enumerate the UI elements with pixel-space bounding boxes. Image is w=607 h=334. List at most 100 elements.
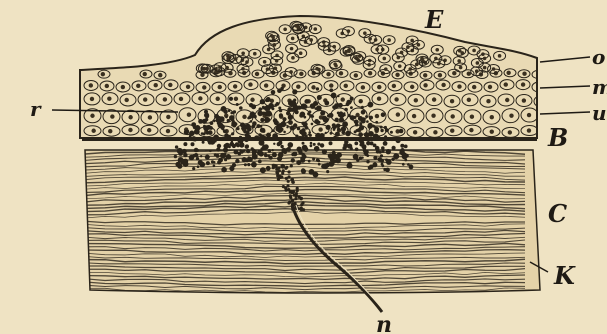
cell-nucleus: [275, 59, 279, 63]
cell-nucleus: [128, 115, 132, 119]
cell-nucleus: [394, 97, 398, 101]
infiltrate-cell: [361, 110, 366, 115]
infiltrate-cell: [275, 165, 278, 168]
infiltrate-cell: [364, 150, 368, 154]
cell-nucleus: [470, 115, 474, 119]
infiltrate-cell: [262, 145, 267, 150]
infiltrate-cell: [213, 161, 215, 163]
infiltrate-cell: [320, 143, 324, 147]
infiltrate-cell: [342, 129, 344, 131]
infiltrate-cell: [361, 117, 365, 121]
infiltrate-cell: [174, 155, 177, 158]
infiltrate-cell: [272, 166, 275, 169]
cell-nucleus: [450, 114, 454, 118]
infiltrate-cell: [402, 163, 405, 166]
cell-nucleus: [318, 127, 322, 131]
cell-nucleus: [299, 72, 303, 76]
cell-nucleus: [452, 71, 456, 75]
cell-nucleus: [234, 97, 238, 101]
infiltrate-cell: [260, 167, 266, 173]
infiltrate-cell: [404, 145, 408, 149]
cell-nucleus: [467, 98, 471, 102]
infiltrate-cell: [264, 152, 267, 155]
infiltrate-cell: [392, 146, 396, 150]
infiltrate-cell: [384, 126, 387, 129]
infiltrate-cell: [368, 131, 374, 137]
cell-nucleus: [333, 62, 337, 66]
infiltrate-cell: [246, 149, 250, 153]
cell-nucleus: [472, 85, 476, 89]
infiltrate-cell: [313, 143, 316, 146]
infiltrate-cell: [318, 163, 321, 166]
infiltrate-cell: [368, 102, 374, 108]
infiltrate-cell: [213, 165, 216, 168]
cell-nucleus: [313, 27, 317, 31]
cell-nucleus: [527, 128, 531, 132]
cell-nucleus: [216, 97, 220, 101]
infiltrate-cell: [200, 162, 206, 168]
cell-nucleus: [107, 96, 111, 100]
infiltrate-cell: [293, 123, 297, 127]
infiltrate-cell: [195, 129, 199, 133]
infiltrate-cell: [183, 142, 187, 146]
infiltrate-cell: [390, 131, 393, 134]
infiltrate-cell: [314, 146, 320, 152]
infiltrate-cell: [239, 149, 242, 152]
cell-nucleus: [398, 64, 402, 68]
infiltrate-cell: [282, 117, 286, 121]
infiltrate-cell: [291, 153, 294, 156]
infiltrate-cell: [313, 172, 319, 178]
infiltrate-cell: [382, 150, 385, 153]
cell-nucleus: [377, 85, 381, 89]
cell-nucleus: [124, 98, 128, 102]
cell-nucleus: [311, 85, 315, 89]
cell-nucleus: [143, 72, 147, 76]
infiltrate-cell: [344, 108, 348, 112]
infiltrate-cell: [333, 136, 336, 139]
infiltrate-cell: [297, 106, 301, 110]
infiltrate-cell: [258, 160, 262, 164]
cell-nucleus: [541, 99, 545, 103]
infiltrate-cell: [245, 159, 249, 163]
cell-nucleus: [202, 85, 206, 89]
infiltrate-cell: [345, 131, 351, 137]
infiltrate-cell: [266, 166, 271, 171]
infiltrate-cell: [341, 137, 345, 141]
cell-nucleus: [291, 56, 295, 60]
infiltrate-cell: [320, 111, 325, 116]
cell-nucleus: [483, 66, 487, 70]
cell-nucleus: [274, 67, 278, 71]
cell-nucleus: [296, 85, 300, 89]
cell-nucleus: [358, 54, 362, 58]
infiltrate-cell: [243, 149, 246, 152]
infiltrate-cell: [194, 148, 199, 153]
infiltrate-cell: [239, 136, 242, 139]
cell-nucleus: [264, 83, 268, 87]
cell-nucleus: [290, 47, 294, 51]
infiltrate-cell: [381, 146, 385, 150]
infiltrate-cell: [280, 145, 283, 148]
infiltrate-cell: [383, 141, 388, 146]
cell-nucleus: [273, 43, 277, 47]
infiltrate-cell: [280, 87, 284, 91]
label-r: r: [30, 97, 42, 121]
label-m: m: [592, 75, 607, 99]
cell-nucleus: [414, 98, 418, 102]
infiltrate-cell: [272, 152, 277, 157]
infiltrate-cell: [373, 156, 377, 160]
infiltrate-cell: [300, 208, 303, 211]
infiltrate-cell: [326, 170, 329, 173]
infiltrate-cell: [178, 157, 184, 163]
infiltrate-cell: [233, 110, 236, 113]
infiltrate-cell: [249, 103, 253, 107]
infiltrate-cell: [308, 110, 311, 113]
infiltrate-cell: [302, 142, 305, 145]
infiltrate-cell: [285, 177, 288, 180]
cell-nucleus: [147, 128, 151, 132]
infiltrate-cell: [375, 146, 380, 151]
infiltrate-cell: [386, 149, 391, 154]
infiltrate-cell: [332, 159, 336, 163]
cell-nucleus: [368, 71, 372, 75]
cell-nucleus: [450, 129, 454, 133]
cell-nucleus: [158, 73, 162, 77]
